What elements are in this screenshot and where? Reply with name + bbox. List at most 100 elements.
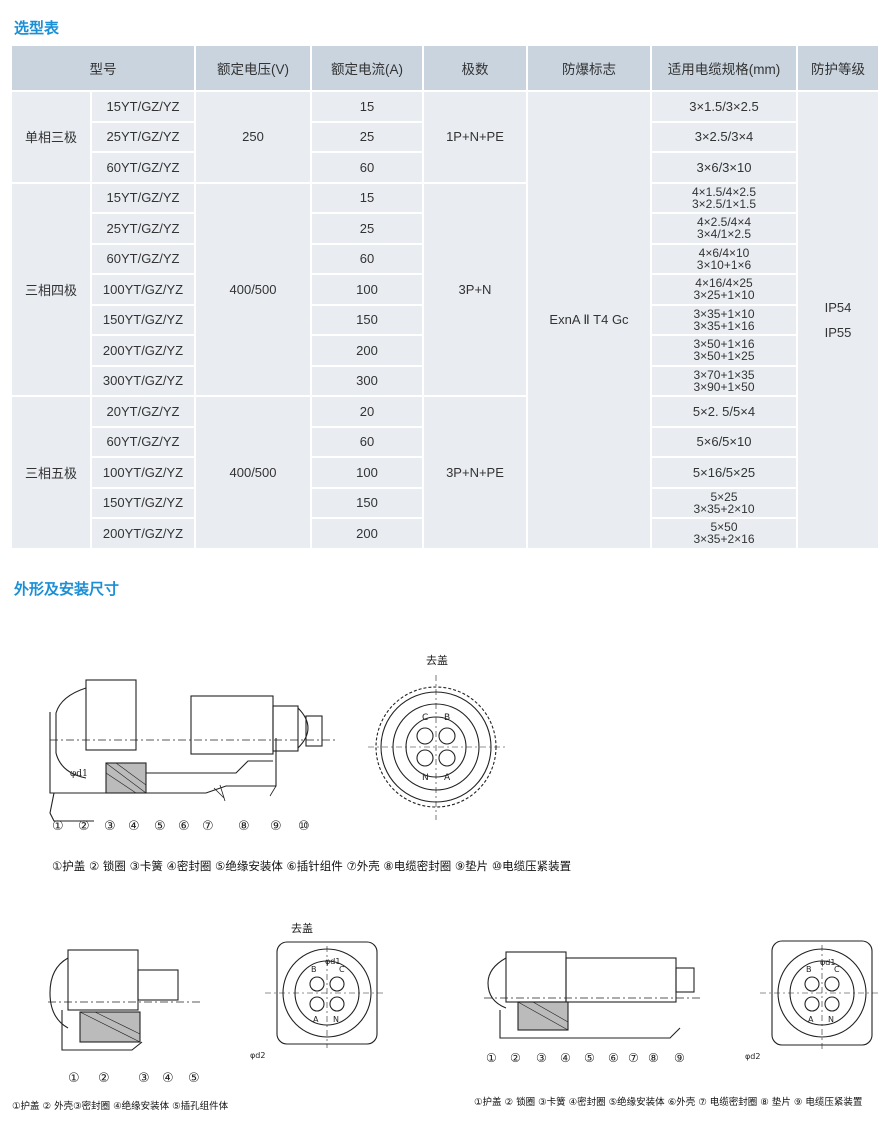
header-cable-spec: 适用电缆规格(mm) [650,46,797,91]
poles-cell: 1P+N+PE [422,90,527,183]
cable-spec-line: 3×50+1×16 [693,337,755,352]
current-cell: 15 [310,90,423,122]
cable-spec-line: 5×2. 5/5×4 [692,403,756,419]
fig1-callout-4: ④ [128,819,140,834]
model-cell: 200YT/GZ/YZ [90,517,195,548]
fig3-callout-2: ② [510,1051,521,1065]
fig2-caption: ①护盖 ② 外壳③密封圈 ④绝缘安装体 ⑤插孔组件体 [12,1101,229,1112]
poles-cell: 3P+N [422,181,527,396]
current-cell: 100 [310,456,423,488]
cable-spec-line: 3×90+1×50 [693,379,755,394]
fig1-callout-7: ⑦ [202,819,214,834]
fig2-remove-cover-label: 去盖 [291,921,313,935]
fig1-callout-2: ② [78,819,90,834]
fig1-callout-1: ① [52,819,64,834]
fig2-pin-n: N [333,1015,339,1024]
fig1-d1-label: φd1 [70,769,88,779]
fig3-pin-c: C [834,965,840,974]
fig1-callout-9: ⑨ [270,819,282,834]
fig3-callout-6: ⑥ [608,1051,619,1065]
cable-spec-line: 4×1.5/4×2.5 [691,184,757,199]
poles-cell: 3P+N+PE [422,395,527,548]
model-cell: 150YT/GZ/YZ [90,486,195,518]
fig3-callout-1: ① [486,1051,497,1065]
model-cell: 300YT/GZ/YZ [90,364,195,396]
fig3-callout-3: ③ [536,1051,547,1065]
fig2-pin-b: B [311,965,317,974]
plug-front-view-drawing: 去盖 C B N A [368,653,508,820]
fig3-caption: ①护盖 ② 锁圈 ③卡簧 ④密封圈 ⑤绝缘安装体 ⑥外壳 ⑦ 电缆密封圈 ⑧ 垫… [474,1097,863,1108]
fig3-d2-label: φd2 [745,1052,760,1061]
table-header-row: 型号 额定电压(V) 额定电流(A) 极数 防爆标志 适用电缆规格(mm) 防护… [12,46,878,91]
fig3-callout-9: ⑨ [674,1051,685,1065]
cable-spec-cell: 3×1.5/3×2.5 [650,90,797,122]
model-cell: 100YT/GZ/YZ [90,273,195,305]
group-name-cell: 三相四极 [12,181,91,396]
current-cell: 25 [310,212,423,244]
protection-value: IP54 [824,299,852,315]
fig2-callout-5: ⑤ [188,1071,200,1085]
cable-spec-line: 3×2.5/1×1.5 [691,196,757,211]
model-cell: 60YT/GZ/YZ [90,151,195,183]
cable-spec-line: 3×10+1×6 [696,257,752,272]
fig2-callout-2: ② [98,1071,110,1085]
model-cell: 200YT/GZ/YZ [90,334,195,366]
model-cell: 60YT/GZ/YZ [90,242,195,274]
group-name-cell: 三相五极 [12,395,91,548]
current-cell: 300 [310,364,423,396]
header-voltage: 额定电压(V) [194,46,311,91]
fig2-d1-label: φd1 [325,957,340,966]
fig2-callout-1: ① [68,1071,80,1085]
fig1-remove-cover-label: 去盖 [426,653,448,667]
header-poles: 极数 [422,46,527,91]
cable-spec-line: 3×35+1×16 [693,318,755,333]
current-cell: 25 [310,120,423,152]
protection-value: IP55 [824,324,852,340]
current-cell: 60 [310,151,423,183]
cable-spec-cell: 5×6/5×10 [650,425,797,457]
fig3-callout-4: ④ [560,1051,571,1065]
cable-spec-line: 4×2.5/4×4 [696,215,752,230]
current-cell: 60 [310,242,423,274]
cable-spec-line: 5×50 [710,520,738,535]
header-protection: 防护等级 [796,46,878,91]
fig3-callout-7: ⑦ [628,1051,639,1065]
voltage-cell: 400/500 [194,395,311,548]
fig3-callout-5: ⑤ [584,1051,595,1065]
current-cell: 15 [310,181,423,213]
fig1-callout-3: ③ [104,819,116,834]
cable-spec-line: 3×25+1×10 [693,288,755,303]
section-title-dimensions: 外形及安装尺寸 [14,580,120,598]
fig3-pin-b: B [806,965,812,974]
header-model: 型号 [12,46,195,91]
fig1-pin-n: N [422,773,429,783]
selection-table: 型号 额定电压(V) 额定电流(A) 极数 防爆标志 适用电缆规格(mm) 防护… [12,46,878,548]
model-cell: 25YT/GZ/YZ [90,120,195,152]
header-explosion-mark: 防爆标志 [526,46,651,91]
fig1-caption: ①护盖 ② 锁圈 ③卡簧 ④密封圈 ⑤绝缘安装体 ⑥插针组件 ⑦外壳 ⑧电缆密封… [52,859,572,873]
cable-spec-cell: 3×2.5/3×4 [650,120,797,152]
table-row: 25YT/GZ/YZ 25 3×2.5/3×4 [12,120,878,152]
fig2-callout-3: ③ [138,1071,150,1085]
cable-spec-line: 4×16/4×25 [695,276,753,291]
